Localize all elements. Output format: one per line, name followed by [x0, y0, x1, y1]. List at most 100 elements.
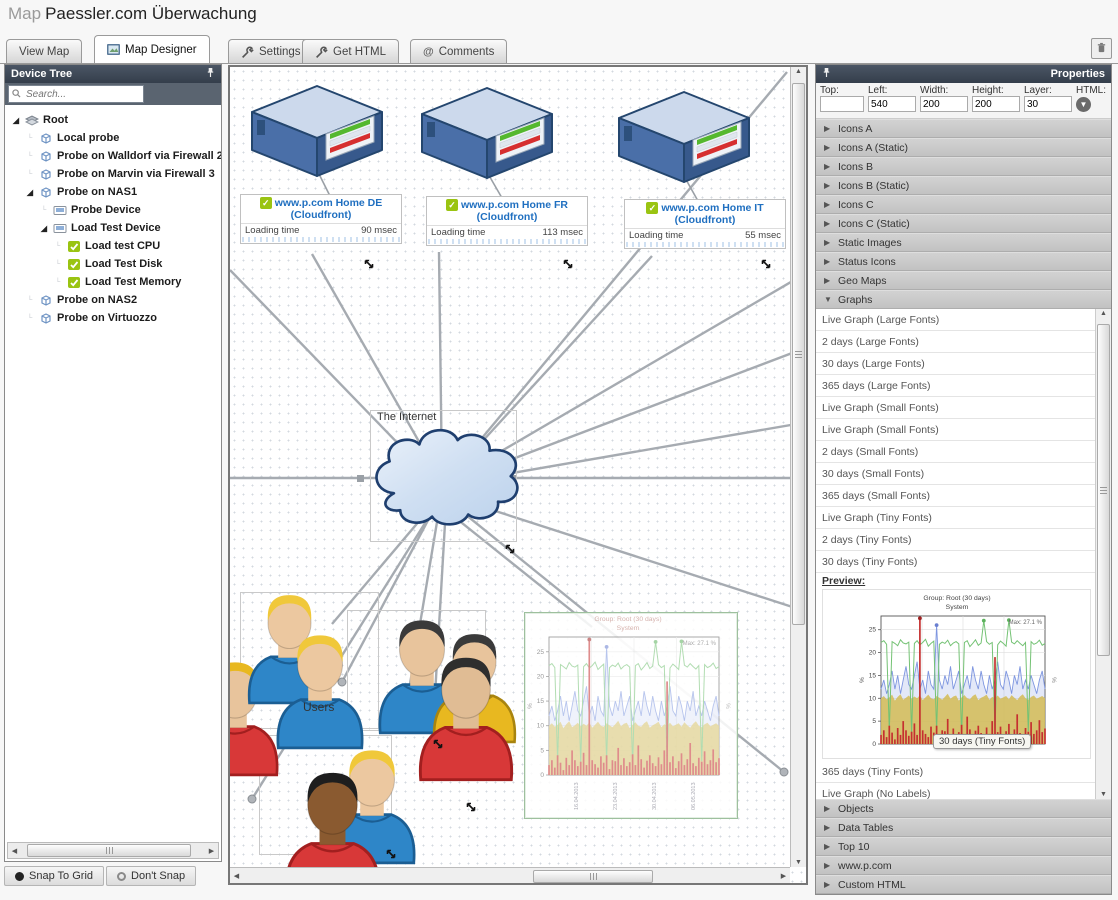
map-canvas[interactable]: ✓www.p.com Home DE (Cloudfront) Loading …: [228, 65, 808, 885]
pin-icon[interactable]: [822, 67, 831, 81]
device-node-home-de[interactable]: ✓www.p.com Home DE (Cloudfront) Loading …: [240, 194, 402, 244]
scrollbar-thumb[interactable]: [27, 844, 191, 857]
canvas-vscrollbar[interactable]: ▲ ▼: [790, 67, 806, 867]
search-input[interactable]: [24, 87, 140, 101]
scroll-up-arrow[interactable]: ▲: [795, 68, 802, 75]
graph-list-item[interactable]: Live Graph (Tiny Fonts): [816, 507, 1095, 529]
user-icon[interactable]: [230, 657, 285, 777]
graph-list-item[interactable]: 30 days (Small Fonts): [816, 463, 1095, 485]
tree-item[interactable]: └Probe on Walldorf via Firewall 2: [9, 147, 221, 165]
graphs-vscrollbar[interactable]: ▲ ▼: [1095, 309, 1111, 799]
field-input-top[interactable]: [820, 96, 864, 112]
graph-list-item[interactable]: 2 days (Large Fonts): [816, 331, 1095, 353]
field-input-height[interactable]: [972, 96, 1020, 112]
section-icons-b-static-[interactable]: ▶Icons B (Static): [816, 176, 1111, 195]
svg-text:20: 20: [537, 673, 545, 680]
tree-item[interactable]: ◢Probe on NAS1: [9, 183, 221, 201]
section-objects[interactable]: ▶Objects: [816, 799, 1111, 818]
graph-list-item[interactable]: 2 days (Small Fonts): [816, 441, 1095, 463]
tree-item[interactable]: └Probe on NAS2: [9, 291, 221, 309]
graph-list-item[interactable]: Live Graph (Small Fonts): [816, 419, 1095, 441]
scroll-down-arrow[interactable]: ▼: [795, 859, 802, 866]
scrollbar-thumb[interactable]: [533, 870, 653, 883]
section-static-images[interactable]: ▶Static Images: [816, 233, 1111, 252]
scroll-up-arrow[interactable]: ▲: [1100, 310, 1107, 317]
section-custom-html[interactable]: ▶Custom HTML: [816, 875, 1111, 894]
tree-item[interactable]: ◢Root: [9, 111, 221, 129]
device-node-home-fr[interactable]: ✓www.p.com Home FR (Cloudfront) Loading …: [426, 196, 588, 246]
device-tree-hscrollbar[interactable]: ◀ ▶: [7, 842, 219, 859]
graph-list-item[interactable]: 30 days (Tiny Fonts): [816, 551, 1095, 573]
server-icon[interactable]: [417, 82, 557, 182]
field-input-width[interactable]: [920, 96, 968, 112]
user-icon[interactable]: [270, 630, 370, 750]
section-icons-a-static-[interactable]: ▶Icons A (Static): [816, 138, 1111, 157]
expander-expanded-icon[interactable]: ◢: [26, 187, 34, 197]
section-geo-maps[interactable]: ▶Geo Maps: [816, 271, 1111, 290]
tab-view-map[interactable]: View Map: [6, 39, 83, 63]
snap-to-grid-button[interactable]: Snap To Grid: [4, 866, 105, 886]
resize-handle-icon[interactable]: [760, 257, 772, 269]
server-icon[interactable]: [614, 86, 754, 186]
scrollbar-thumb[interactable]: [1097, 324, 1110, 656]
tree-item[interactable]: └Load Test Memory: [9, 273, 221, 291]
field-input-layer[interactable]: [1024, 96, 1072, 112]
tree-item[interactable]: └Probe Device: [9, 201, 221, 219]
section-status-icons[interactable]: ▶Status Icons: [816, 252, 1111, 271]
section-icons-a[interactable]: ▶Icons A: [816, 119, 1111, 138]
svg-text:5: 5: [540, 747, 544, 754]
scroll-down-arrow[interactable]: ▼: [1100, 791, 1107, 798]
tree-item[interactable]: ◢Load Test Device: [9, 219, 221, 237]
tree-item[interactable]: └Load Test Disk: [9, 255, 221, 273]
chevron-right-icon: ▶: [824, 276, 831, 285]
server-icon[interactable]: [247, 80, 387, 180]
svg-text:0: 0: [540, 772, 544, 779]
tab-get-html[interactable]: Get HTML: [302, 39, 400, 63]
section-www-p-com[interactable]: ▶www.p.com: [816, 856, 1111, 875]
tab-settings[interactable]: Settings: [228, 39, 314, 63]
device-tree-panel: Device Tree ◢Root└Local probe└Probe on W…: [4, 64, 222, 862]
resize-handle-icon[interactable]: [363, 257, 375, 269]
scroll-left-arrow[interactable]: ◀: [233, 872, 240, 880]
graph-list-item[interactable]: Live Graph (Small Fonts): [816, 397, 1095, 419]
internet-cloud-icon[interactable]: [362, 402, 532, 557]
section-icons-b[interactable]: ▶Icons B: [816, 157, 1111, 176]
graph-list-item[interactable]: 365 days (Small Fonts): [816, 485, 1095, 507]
canvas-hscrollbar[interactable]: ◀ ▶: [230, 867, 790, 883]
resize-handle-icon[interactable]: [465, 800, 477, 812]
scroll-right-arrow[interactable]: ▶: [780, 872, 787, 880]
section-icons-c[interactable]: ▶Icons C: [816, 195, 1111, 214]
tree-item[interactable]: └Probe on Virtuozzo: [9, 309, 221, 327]
section-top-10[interactable]: ▶Top 10: [816, 837, 1111, 856]
field-label: Width:: [920, 85, 949, 96]
html-menu-button[interactable]: ▼: [1076, 97, 1091, 112]
device-node-home-it[interactable]: ✓www.p.com Home IT (Cloudfront) Loading …: [624, 199, 786, 249]
section-icons-c-static-[interactable]: ▶Icons C (Static): [816, 214, 1111, 233]
pin-icon[interactable]: [206, 67, 215, 81]
section-graphs[interactable]: ▼ Graphs: [816, 290, 1111, 309]
chevron-right-icon: ▶: [824, 804, 831, 813]
tree-item[interactable]: └Local probe: [9, 129, 221, 147]
delete-map-button[interactable]: [1091, 38, 1112, 59]
graph-list-item[interactable]: 2 days (Tiny Fonts): [816, 529, 1095, 551]
scroll-left-arrow[interactable]: ◀: [11, 847, 18, 855]
graph-list-item[interactable]: 365 days (Tiny Fonts): [816, 761, 1095, 783]
graph-list-item[interactable]: 30 days (Large Fonts): [816, 353, 1095, 375]
graph-list-item[interactable]: 365 days (Large Fonts): [816, 375, 1095, 397]
expander-expanded-icon[interactable]: ◢: [40, 223, 48, 233]
expander-expanded-icon[interactable]: ◢: [12, 115, 20, 125]
tab-comments[interactable]: @ Comments: [410, 39, 508, 63]
graph-list-item[interactable]: Live Graph (No Labels): [816, 783, 1095, 799]
scroll-right-arrow[interactable]: ▶: [208, 847, 215, 855]
tree-item[interactable]: └Load test CPU: [9, 237, 221, 255]
field-input-left[interactable]: [868, 96, 916, 112]
section-data-tables[interactable]: ▶Data Tables: [816, 818, 1111, 837]
resize-handle-icon[interactable]: [562, 257, 574, 269]
tab-map-designer[interactable]: Map Designer: [94, 35, 210, 63]
graph-list-item[interactable]: Live Graph (Large Fonts): [816, 309, 1095, 331]
dont-snap-button[interactable]: Don't Snap: [106, 866, 197, 886]
user-icon[interactable]: [410, 652, 522, 782]
tree-item[interactable]: └Probe on Marvin via Firewall 3: [9, 165, 221, 183]
scrollbar-thumb[interactable]: [792, 83, 805, 625]
